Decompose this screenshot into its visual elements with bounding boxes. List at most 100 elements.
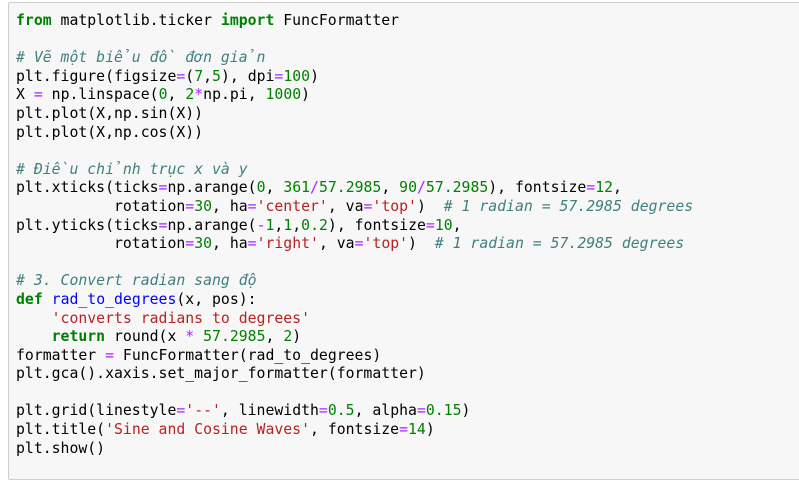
code-token: /: [310, 179, 319, 197]
code-token: ): [292, 328, 302, 346]
code-token: FuncFormatter(rad_to_degrees): [114, 346, 382, 364]
code-token: np.arange(: [167, 216, 257, 234]
code-token: =: [416, 402, 426, 420]
code-line: X = np.linspace(0, 2*np.pi, 1000): [16, 86, 693, 105]
code-token: import: [220, 12, 275, 29]
code-token: ,: [265, 328, 284, 346]
code-token: round(x: [105, 328, 186, 346]
code-token: , linewidth: [220, 402, 319, 420]
code-token: =: [158, 216, 168, 234]
code-line: ​: [16, 142, 693, 161]
code-token: =: [158, 179, 168, 197]
code-line: def rad_to_degrees(x, pos):: [16, 291, 693, 310]
code-token: ): [416, 197, 444, 215]
code-token: 0.15: [425, 402, 462, 420]
code-token: def: [16, 290, 43, 308]
code-token: rad_to_degrees: [51, 290, 177, 308]
code-token: [16, 328, 52, 345]
code-line: return round(x * 57.2985, 2): [16, 328, 693, 347]
code-token: X: [16, 86, 34, 104]
code-token: ): [461, 402, 471, 420]
code-token: plt.plot(X,np.cos(X)): [16, 123, 204, 141]
code-token: 0: [256, 179, 266, 197]
code-line: plt.xticks(ticks=np.arange(0, 361/57.298…: [16, 179, 693, 198]
code-token: ,: [452, 216, 462, 234]
code-line: plt.title('Sine and Cosine Waves', fonts…: [16, 421, 693, 440]
code-token: =: [586, 179, 596, 197]
code-line: plt.yticks(ticks=np.arange(-1,1,0.2), fo…: [16, 217, 693, 236]
code-token: # 1 radian = 57.2985 degrees: [443, 197, 694, 215]
code-token: ), fontsize: [488, 179, 587, 197]
code-line: plt.plot(X,np.sin(X)): [16, 105, 693, 124]
code-token: =: [354, 235, 364, 253]
code-line: rotation=30, ha='right', va='top') # 1 r…: [16, 235, 693, 254]
code-token: from: [16, 12, 52, 29]
code-token: np.arange(: [167, 179, 257, 197]
code-token: *: [194, 86, 204, 104]
code-token: 57.2985: [318, 179, 382, 197]
code-token: plt.yticks(ticks: [16, 216, 159, 234]
code-token: , va: [318, 235, 355, 253]
code-token: np.pi,: [203, 86, 266, 104]
code-line: plt.figure(figsize=(7,5), dpi=100): [16, 68, 693, 87]
code-token: =: [176, 67, 186, 85]
code-token: 2: [283, 328, 293, 346]
code-line: formatter = FuncFormatter(rad_to_degrees…: [16, 347, 693, 366]
code-token: 361: [283, 179, 311, 197]
code-token: ,: [203, 67, 213, 85]
code-token: 10: [434, 216, 453, 234]
code-token: rotation: [16, 197, 186, 215]
code-token: plt.plot(X,np.sin(X)): [16, 104, 204, 122]
code-token: 2: [185, 86, 195, 104]
code-token: FuncFormatter: [274, 12, 400, 29]
code-token: =: [425, 216, 435, 234]
code-token: # 3. Convert radian sang độ: [16, 272, 257, 290]
code-line: rotation=30, ha='center', va='top') # 1 …: [16, 198, 693, 217]
code-token: [16, 310, 52, 327]
code-cell[interactable]: from matplotlib.ticker import FuncFormat…: [8, 2, 799, 480]
code-token: =: [176, 402, 186, 420]
code-token: matplotlib.ticker: [51, 12, 221, 29]
code-token: =: [185, 235, 195, 253]
code-token: (: [185, 67, 195, 85]
code-token: ): [310, 67, 319, 85]
code-token: =: [399, 421, 409, 439]
code-token: plt.grid(linestyle: [16, 402, 177, 420]
code-token: 14: [408, 421, 426, 439]
code-token: 1000: [265, 86, 302, 104]
code-token: # 1 radian = 57.2985 degrees: [434, 235, 685, 253]
code-token: rotation: [16, 235, 186, 253]
code-line: 'converts radians to degrees': [16, 310, 693, 329]
code-line: # Điều chỉnh trục x và y: [16, 161, 693, 180]
code-token: 100: [283, 67, 311, 85]
code-token: =: [247, 197, 257, 215]
code-token: ,: [381, 179, 400, 197]
code-token: plt.title(: [16, 421, 106, 439]
code-token: 1: [265, 216, 275, 234]
code-line: ​: [16, 254, 693, 273]
code-line: plt.gca().xaxis.set_major_formatter(form…: [16, 365, 693, 384]
code-token: [194, 328, 203, 345]
code-token: ,: [265, 179, 284, 197]
code-token: =: [185, 197, 195, 215]
code-token: '--': [185, 402, 221, 420]
code-editor[interactable]: from matplotlib.ticker import FuncFormat…: [16, 12, 693, 458]
code-token: =: [274, 67, 284, 85]
code-token: 12: [595, 179, 614, 197]
code-token: ): [408, 235, 435, 253]
code-token: =: [247, 235, 257, 253]
code-token: # Vẽ một biểu đồ đơn giản: [16, 49, 266, 67]
code-token: =: [105, 346, 115, 364]
code-token: (x, pos):: [176, 290, 257, 308]
code-token: ): [301, 86, 311, 104]
code-line: plt.show(): [16, 440, 693, 459]
code-token: ): [425, 421, 435, 439]
code-line: from matplotlib.ticker import FuncFormat…: [16, 12, 693, 31]
code-token: plt.show(): [16, 439, 106, 457]
code-token: 0.5: [327, 402, 355, 420]
code-token: 30: [194, 235, 213, 253]
code-token: 'Sine and Cosine Waves': [105, 421, 310, 439]
code-token: [43, 291, 52, 308]
code-token: np.linspace(: [42, 86, 159, 104]
code-line: ​: [16, 384, 693, 403]
